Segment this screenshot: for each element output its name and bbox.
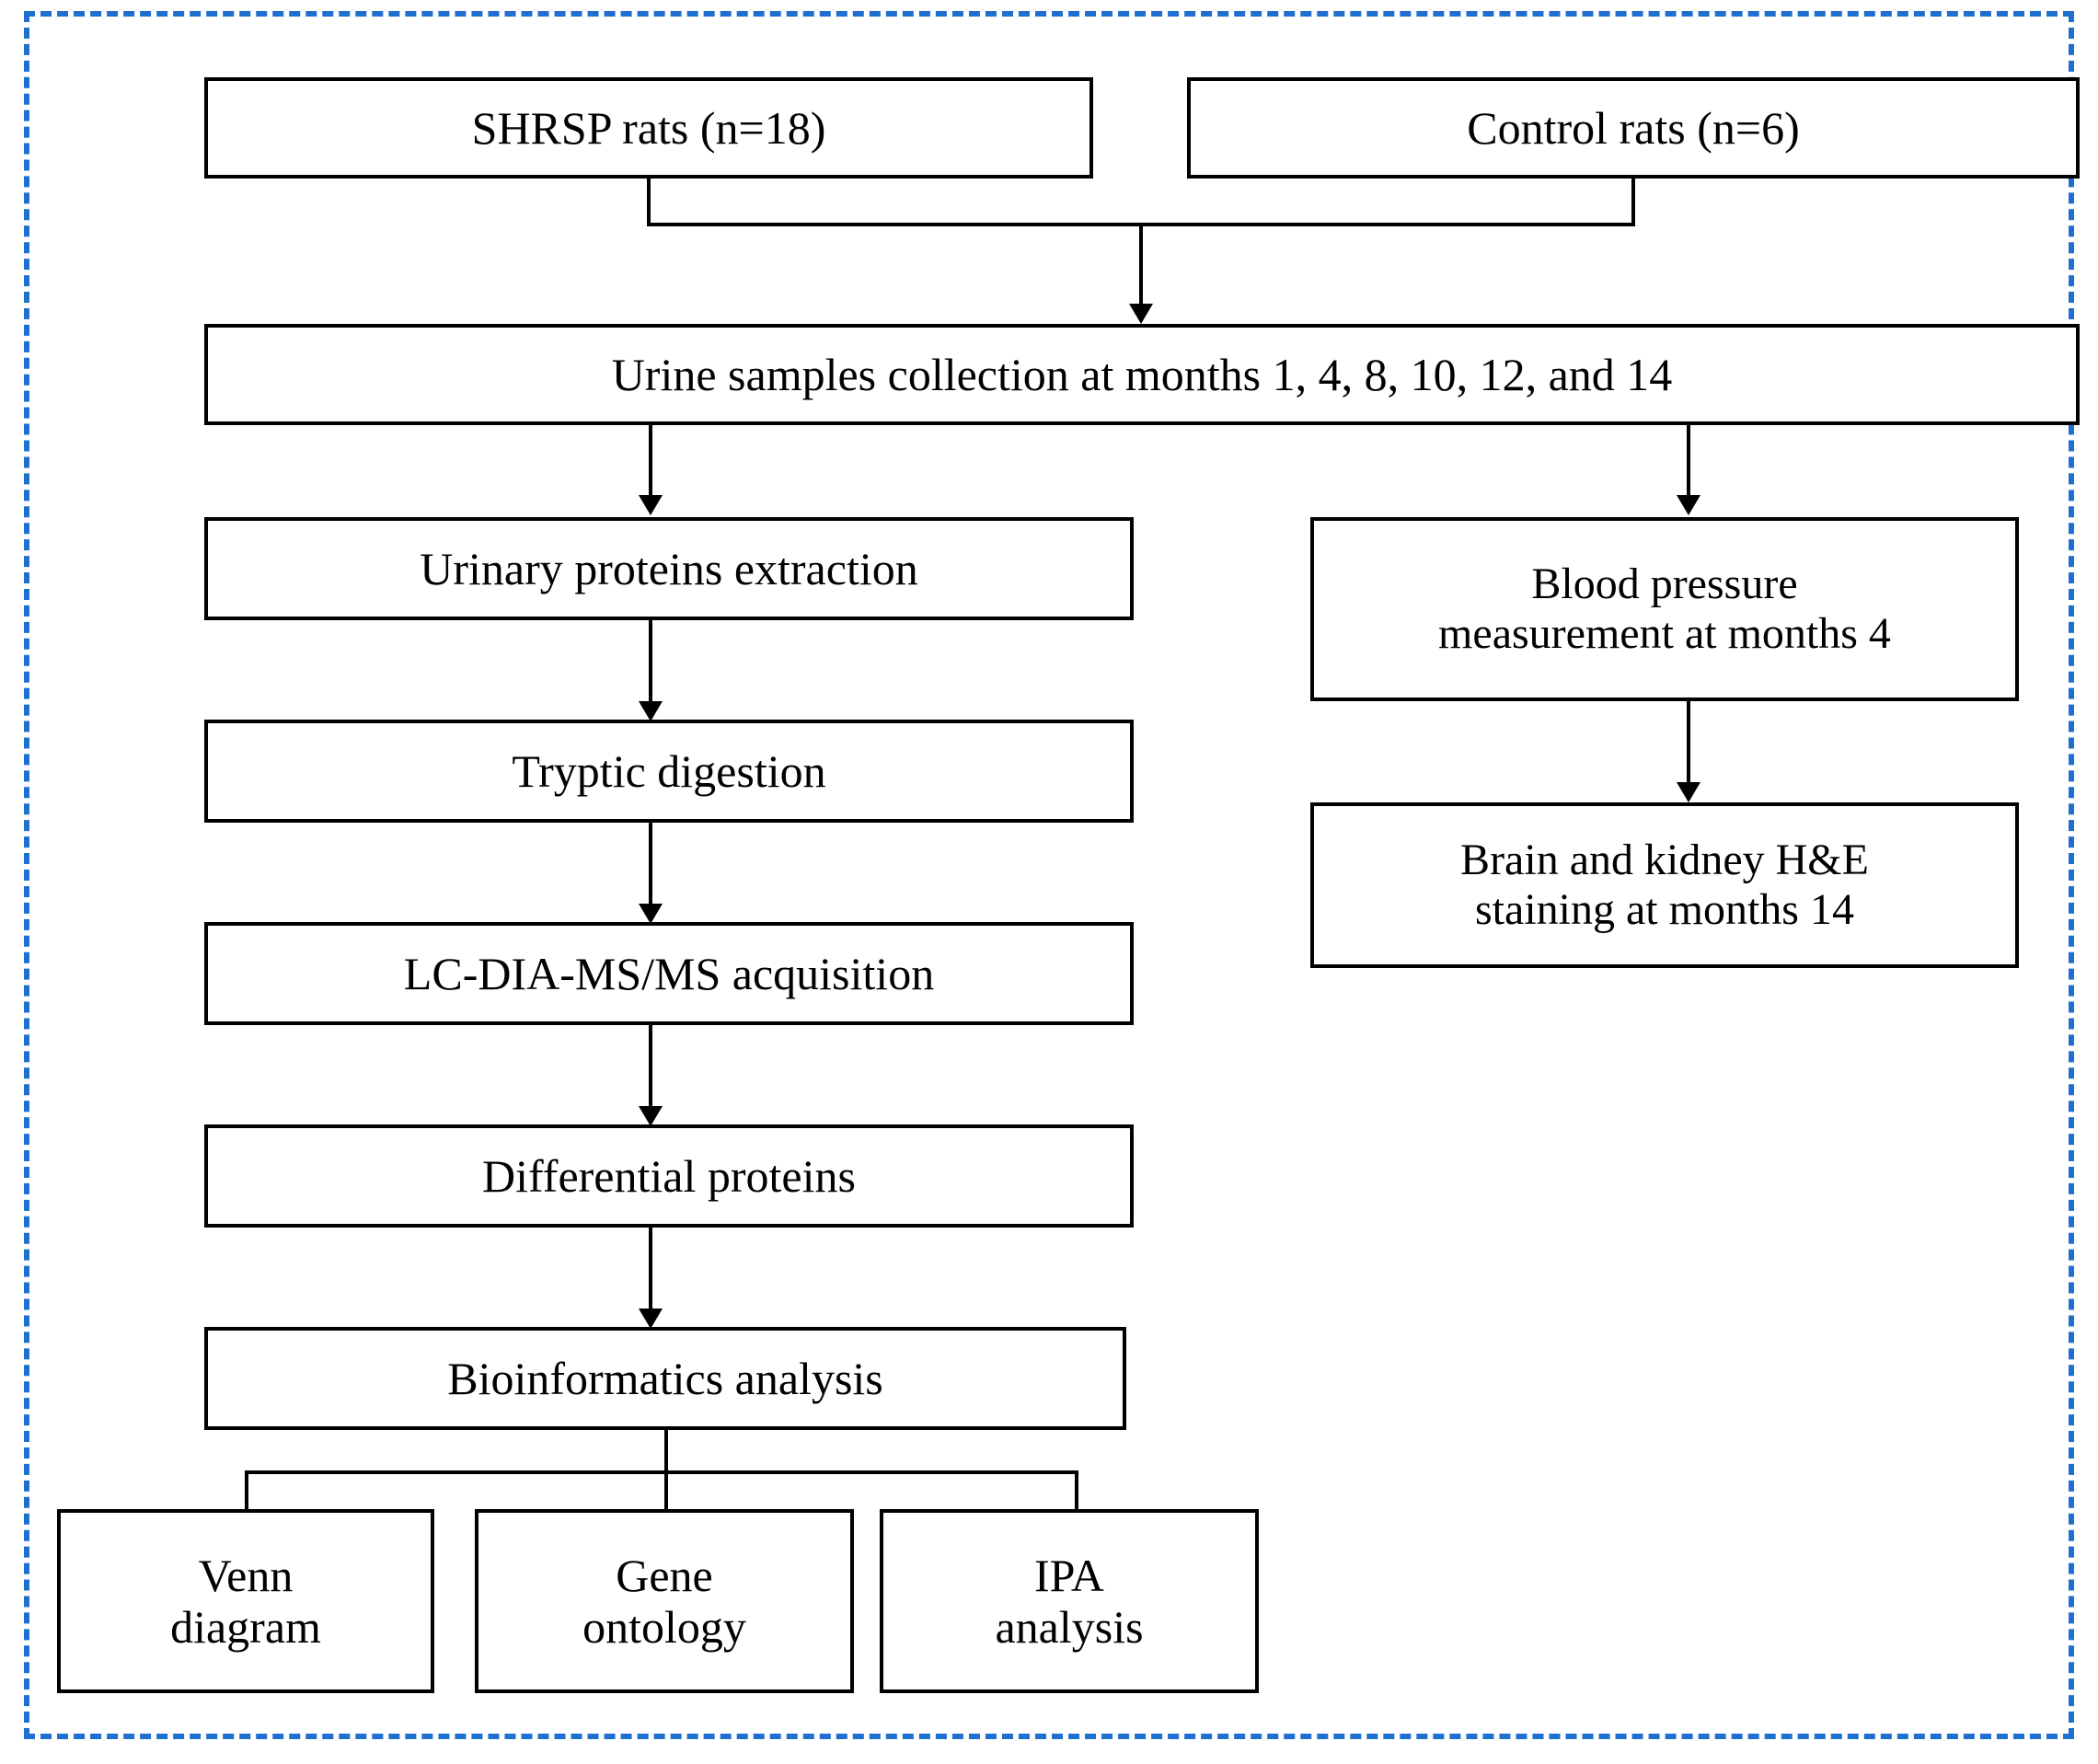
- connector-shrsp-down: [647, 179, 651, 226]
- connector-bp-to-staining: [1687, 701, 1690, 793]
- connector-bioinformatics-down: [664, 1430, 668, 1474]
- node-bioinformatics-label: Bioinformatics analysis: [447, 1353, 883, 1404]
- node-tryptic-digestion: Tryptic digestion: [204, 720, 1134, 823]
- node-control-rats: Control rats (n=6): [1187, 77, 2080, 179]
- node-protein-extraction-label: Urinary proteins extraction: [420, 543, 918, 594]
- node-venn-diagram: Venn diagram: [57, 1509, 434, 1693]
- node-gene-ontology-label-line2: ontology: [582, 1601, 746, 1653]
- connector-to-gene-ontology: [664, 1470, 668, 1509]
- node-tryptic-digestion-label: Tryptic digestion: [512, 745, 826, 797]
- node-differential-proteins: Differential proteins: [204, 1124, 1134, 1228]
- node-gene-ontology: Gene ontology: [475, 1509, 854, 1693]
- arrow-to-lc-dia-ms: [639, 904, 663, 924]
- node-blood-pressure-label-line1: Blood pressure: [1531, 559, 1798, 609]
- connector-to-venn: [245, 1470, 248, 1509]
- node-venn-diagram-label-line2: diagram: [170, 1601, 321, 1653]
- connector-urine-to-blood-pressure: [1687, 425, 1690, 506]
- node-ipa-analysis: IPA analysis: [880, 1509, 1259, 1693]
- connector-lcms-to-differential: [649, 1025, 652, 1117]
- node-shrsp-rats-label: SHRSP rats (n=18): [471, 102, 826, 154]
- connector-differential-to-bioinformatics: [649, 1228, 652, 1320]
- arrow-to-urine-collection: [1129, 304, 1153, 324]
- node-shrsp-rats: SHRSP rats (n=18): [204, 77, 1093, 179]
- arrow-to-protein-extraction: [639, 495, 663, 515]
- diagram-border: [24, 11, 2074, 1739]
- node-ipa-analysis-label-line1: IPA: [1034, 1550, 1104, 1601]
- connector-urine-to-extraction: [649, 425, 652, 506]
- node-protein-extraction: Urinary proteins extraction: [204, 517, 1134, 620]
- arrow-to-he-staining: [1677, 782, 1700, 802]
- node-blood-pressure: Blood pressure measurement at months 4: [1310, 517, 2019, 701]
- node-lc-dia-ms: LC-DIA-MS/MS acquisition: [204, 922, 1134, 1025]
- node-bioinformatics: Bioinformatics analysis: [204, 1327, 1126, 1430]
- connector-bottom-split-horizontal: [245, 1470, 1078, 1474]
- connector-to-ipa: [1075, 1470, 1078, 1509]
- node-differential-proteins-label: Differential proteins: [482, 1150, 856, 1202]
- arrow-to-bioinformatics: [639, 1309, 663, 1329]
- node-he-staining: Brain and kidney H&E staining at months …: [1310, 802, 2019, 968]
- connector-digestion-to-lcms: [649, 823, 652, 915]
- node-lc-dia-ms-label: LC-DIA-MS/MS acquisition: [403, 948, 935, 999]
- node-control-rats-label: Control rats (n=6): [1467, 102, 1800, 154]
- node-he-staining-label-line1: Brain and kidney H&E: [1460, 836, 1869, 885]
- connector-merge-down: [1139, 223, 1143, 315]
- node-venn-diagram-label-line1: Venn: [198, 1550, 294, 1601]
- node-blood-pressure-label-line2: measurement at months 4: [1438, 609, 1891, 658]
- arrow-to-blood-pressure: [1677, 495, 1700, 515]
- node-urine-collection: Urine samples collection at months 1, 4,…: [204, 324, 2080, 425]
- connector-extraction-to-digestion: [649, 620, 652, 712]
- node-gene-ontology-label-line1: Gene: [616, 1550, 713, 1601]
- node-urine-collection-label: Urine samples collection at months 1, 4,…: [611, 349, 1673, 400]
- connector-control-down: [1631, 179, 1635, 226]
- node-ipa-analysis-label-line2: analysis: [995, 1601, 1144, 1653]
- arrow-to-tryptic-digestion: [639, 701, 663, 721]
- node-he-staining-label-line2: staining at months 14: [1475, 885, 1854, 934]
- arrow-to-differential-proteins: [639, 1106, 663, 1126]
